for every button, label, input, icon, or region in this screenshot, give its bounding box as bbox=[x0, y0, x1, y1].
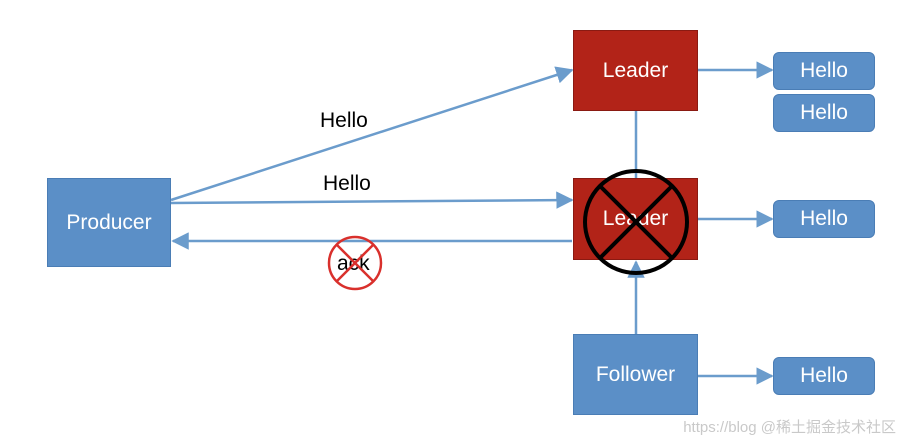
leader-mid-node: Leader bbox=[573, 178, 698, 260]
arrow-producer-to-leader-top bbox=[170, 66, 574, 202]
message-label: Hello bbox=[800, 364, 848, 387]
edge-label-ack: ack bbox=[337, 252, 370, 275]
message-label: Hello bbox=[800, 207, 848, 230]
message-label: Hello bbox=[800, 59, 848, 82]
producer-node: Producer bbox=[47, 178, 171, 267]
message-box: Hello bbox=[773, 357, 875, 395]
message-box: Hello bbox=[773, 200, 875, 238]
message-box: Hello bbox=[773, 94, 875, 132]
message-label: Hello bbox=[800, 101, 848, 124]
edge-label-hello-mid: Hello bbox=[323, 172, 371, 195]
arrow-producer-to-leader-mid bbox=[170, 191, 574, 209]
watermark: https://blog @稀土掘金技术社区 bbox=[683, 419, 896, 436]
leader-top-node: Leader bbox=[573, 30, 698, 111]
follower-label: Follower bbox=[595, 362, 676, 386]
producer-label: Producer bbox=[66, 210, 152, 234]
message-box: Hello bbox=[773, 52, 875, 90]
edge-label-hello-top: Hello bbox=[320, 109, 368, 132]
leader-mid-label: Leader bbox=[602, 207, 669, 230]
follower-node: Follower bbox=[573, 334, 698, 415]
leader-top-label: Leader bbox=[602, 58, 669, 82]
